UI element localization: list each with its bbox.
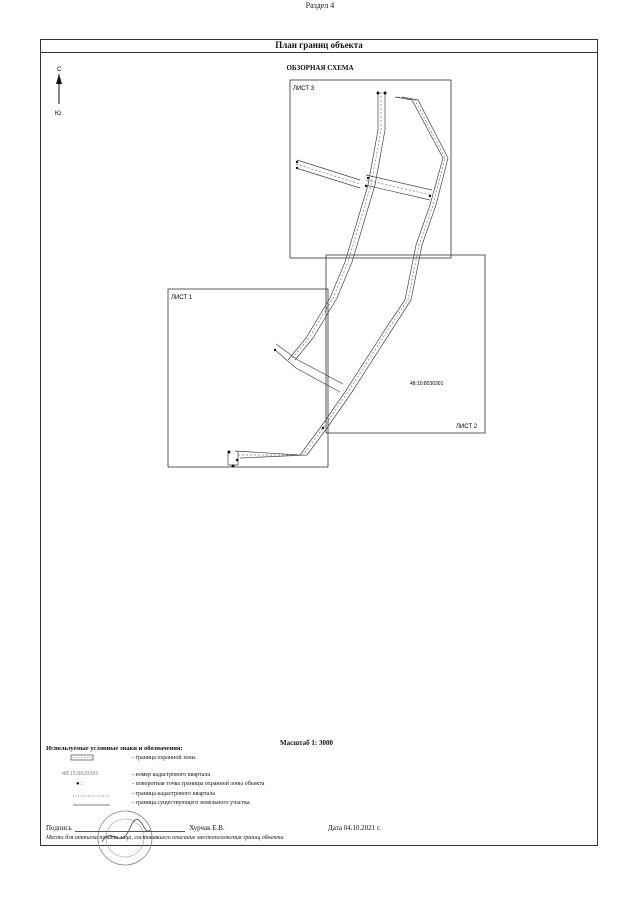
- signature-row: Подпись Хурчак Е.В. Дата 04.10.2021 г.: [46, 824, 596, 832]
- legend-symbol-parcel-border: [73, 804, 110, 806]
- legend-symbol-zone: [70, 754, 94, 761]
- sheet-3-label: ЛИСТ 3: [293, 86, 315, 92]
- legend-symbol-quarter-border: [73, 795, 110, 797]
- protection-zone-lines: [227, 92, 449, 466]
- signature-line: [75, 825, 186, 832]
- cadastral-quarter-label: 48:10:8030301: [410, 381, 444, 387]
- sheet-2-label: ЛИСТ 2: [456, 424, 478, 430]
- legend-text-parcel-border: - граница существующего земельного участ…: [132, 800, 250, 806]
- compass-icon: С Ю: [55, 67, 62, 117]
- page-frame: [40, 39, 598, 846]
- page-title: План границ объекта: [40, 39, 598, 53]
- signature-date: Дата 04.10.2021 г.: [328, 824, 381, 832]
- legend-symbol-quarter: 48:15:0020301: [62, 771, 99, 777]
- compass-south: Ю: [55, 111, 61, 117]
- scale-label: Масштаб 1: 3000: [280, 739, 333, 747]
- signature-label: Подпись: [46, 824, 72, 832]
- stamp-note: Место для оттиска печати лица, составивш…: [46, 835, 284, 841]
- legend-text-point: - поворотная точка границы охранной зоны…: [132, 781, 265, 787]
- scheme-title: ОБЗОРНАЯ СХЕМА: [286, 64, 354, 72]
- legend-text-quarter-border: - граница кадастрового квартала: [132, 791, 215, 797]
- legend-text-zone: - граница охранной зоны: [132, 755, 196, 761]
- sheet-1-frame: [167, 288, 329, 468]
- legend-symbol-point: ● :: [76, 781, 83, 787]
- turning-points: [227, 91, 432, 468]
- seal-stamp: [97, 810, 153, 866]
- sheet-3-frame: [289, 79, 452, 259]
- legend-text-quarter: - номер кадастрового квартала: [132, 772, 211, 778]
- signer-name: Хурчак Е.В.: [189, 824, 225, 832]
- sheet-1-label: ЛИСТ 1: [171, 295, 193, 301]
- section-label: Раздел 4: [305, 1, 335, 10]
- compass-north: С: [57, 67, 62, 73]
- sheet-2-frame: [325, 254, 486, 434]
- legend-title: Используемые условные знаки и обозначени…: [46, 745, 183, 752]
